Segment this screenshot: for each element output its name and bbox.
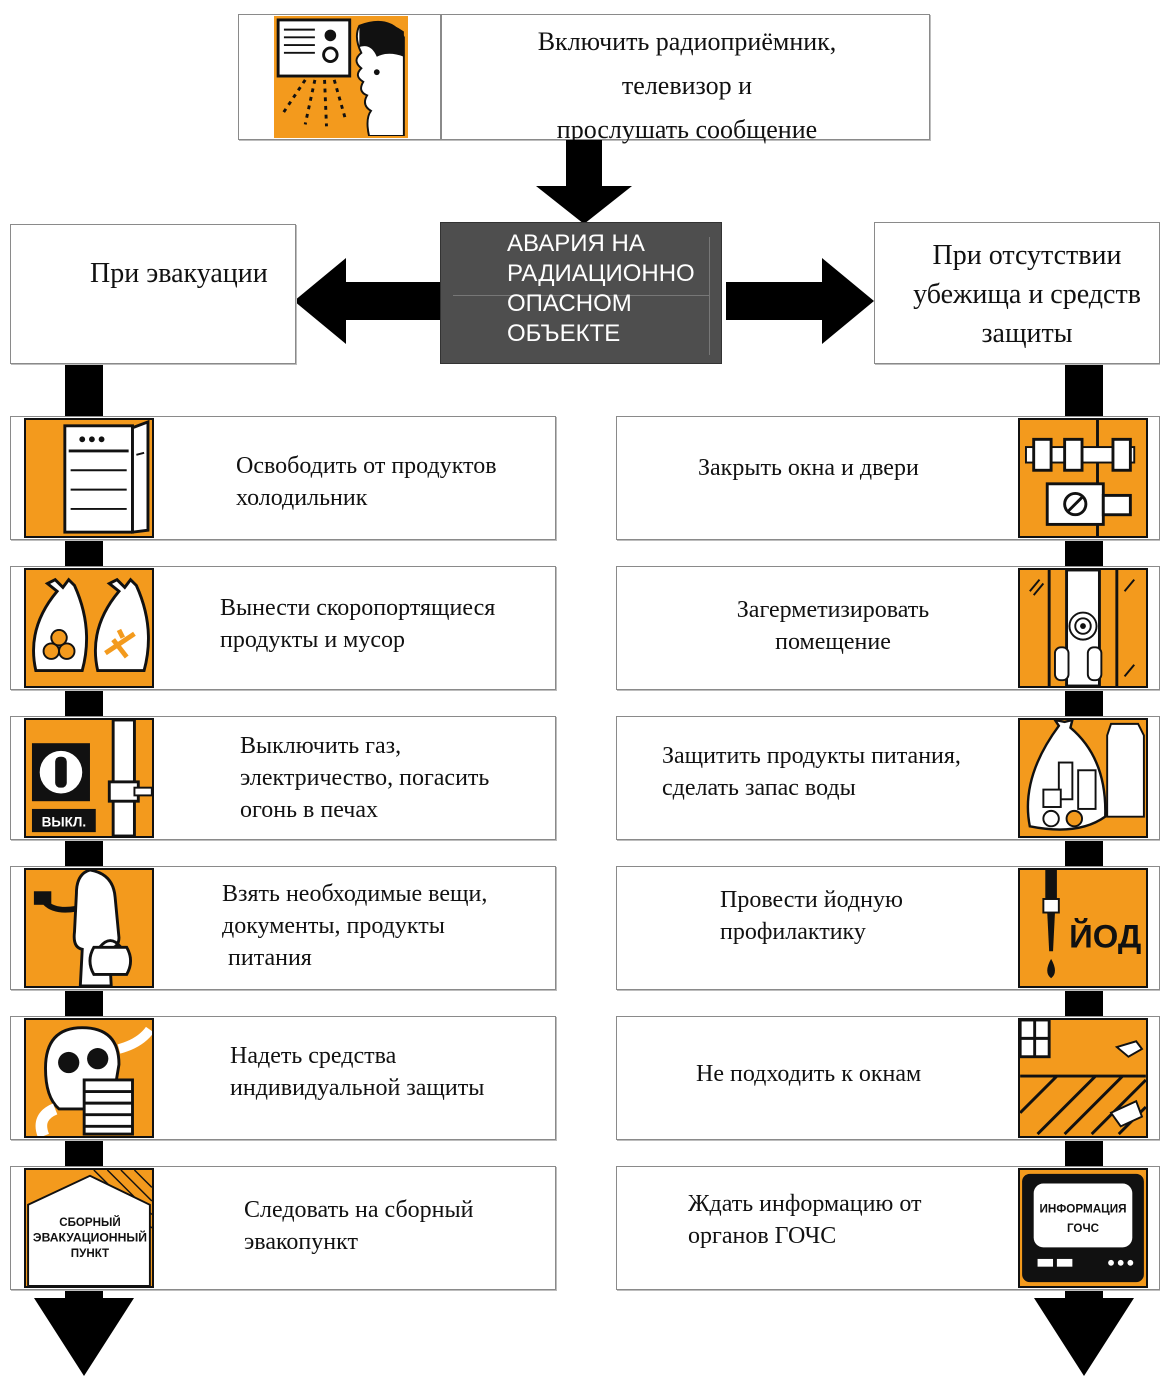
top-down-arrow [536,140,632,224]
iodine-label: ЙОД [1069,916,1141,954]
assembly-point-icon: СБОРНЫЙ ЭВАКУАЦИОННЫЙ ПУНКТ [24,1168,154,1288]
right-header-line: убежища и средств [913,279,1141,310]
gas-mask-icon [24,1018,154,1138]
hub-rule [453,295,709,296]
left-arrow [294,258,440,344]
left-step-line: Вынести скоропортящиеся [220,595,496,621]
center-hub: АВАРИЯ НА РАДИАЦИОННО ОПАСНОМ ОБЪЕКТЕ [440,222,722,364]
refrigerator-icon [24,418,154,538]
window-latch-icon [1018,418,1148,538]
right-step-text: Ждать информацию от органов ГОЧС [688,1188,922,1252]
right-step-line: Не подходить к окнам [696,1061,922,1087]
right-step-line: профилактику [720,919,866,945]
hub-rule [709,237,710,355]
left-step-text: Вынести скоропортящиеся продукты и мусор [220,592,495,656]
tv-info-icon: ИНФОРМАЦИЯ ГОЧС [1018,1168,1148,1288]
left-header-text: При эвакуации [90,258,268,289]
person-with-bag-icon [24,868,154,988]
right-step-line: органов ГОЧС [688,1223,837,1249]
top-step-line: прослушать сообщение [556,115,818,144]
left-step-line: продукты и мусор [220,627,406,653]
left-step-text: Взять необходимые вещи, документы, проду… [222,878,487,974]
right-step-text: Защитить продукты питания, сделать запас… [662,740,961,804]
hub-line: РАДИАЦИОННО [507,260,695,287]
hub-line: ОБЪЕКТЕ [507,320,621,347]
right-down-arrow [1034,1298,1134,1376]
left-step-text: Надеть средства индивидуальной защиты [230,1040,484,1104]
left-step-line: электричество, погасить [240,765,490,791]
left-header-box [10,224,296,364]
left-down-arrow [34,1298,134,1376]
right-step-line: Ждать информацию от [688,1191,922,1217]
right-arrow [726,258,874,344]
right-step-line: Провести йодную [720,887,903,913]
gas-switch-off-label: ВЫКЛ. [42,814,86,829]
radio-tv-listening-icon [274,16,408,138]
tv-info-label: ГОЧС [1067,1222,1100,1235]
right-step-line: сделать запас воды [662,775,856,801]
left-step-text: Выключить газ, электричество, погасить о… [240,730,489,826]
right-step-line: помещение [775,629,891,655]
right-step-line: Загерметизировать [736,597,930,623]
left-step-line: огонь в печах [240,797,378,823]
left-step-line: Выключить газ, [240,733,402,759]
left-step-text: Освободить от продуктов холодильник [236,450,497,514]
right-header-box [874,222,1160,364]
assembly-point-label: СБОРНЫЙ [59,1216,121,1229]
left-step-line: Надеть средства [230,1043,397,1069]
assembly-point-label: ЭВАКУАЦИОННЫЙ [33,1232,147,1245]
left-step-line: документы, продукты [222,913,445,939]
right-step-text: Загерметизировать помещение [690,594,976,658]
left-step-line: Взять необходимые вещи, [222,881,488,907]
right-step-line: Закрыть окна и двери [698,455,919,481]
right-step-text: Провести йодную профилактику [720,884,903,948]
hub-line: АВАРИЯ НА [507,230,645,257]
right-header-text: При отсутствии убежища и средств защиты [884,236,1160,353]
iodine-dropper-icon: ЙОД [1018,868,1148,988]
left-step-line: питания [222,945,312,971]
left-step-line: эвакопункт [244,1229,358,1255]
right-step-text: Закрыть окна и двери [698,452,919,484]
assembly-point-label: ПУНКТ [71,1247,109,1260]
top-step-line: телевизор и [621,71,753,100]
right-step-line: Защитить продукты питания, [662,743,961,769]
right-header-line: При отсутствии [932,240,1122,271]
left-step-line: холодильник [236,485,368,511]
top-step-text: Включить радиоприёмник, телевизор и прос… [444,20,930,152]
left-step-text: Следовать на сборный эвакопункт [244,1194,473,1258]
right-header-line: защиты [981,318,1073,349]
food-water-supply-icon [1018,718,1148,838]
left-step-line: Освободить от продуктов [236,453,497,479]
top-step-divider [440,14,442,140]
sealing-tape-icon [1018,568,1148,688]
top-step-line: Включить радиоприёмник, [537,27,837,56]
tv-info-label: ИНФОРМАЦИЯ [1040,1203,1127,1216]
window-danger-icon [1018,1018,1148,1138]
trash-bags-icon [24,568,154,688]
left-step-line: Следовать на сборный [244,1197,474,1223]
right-step-text: Не подходить к окнам [696,1058,921,1090]
left-step-line: индивидуальной защиты [230,1075,485,1101]
gas-switch-off-icon: ВЫКЛ. [24,718,154,838]
hub-line: ОПАСНОМ [507,290,632,317]
